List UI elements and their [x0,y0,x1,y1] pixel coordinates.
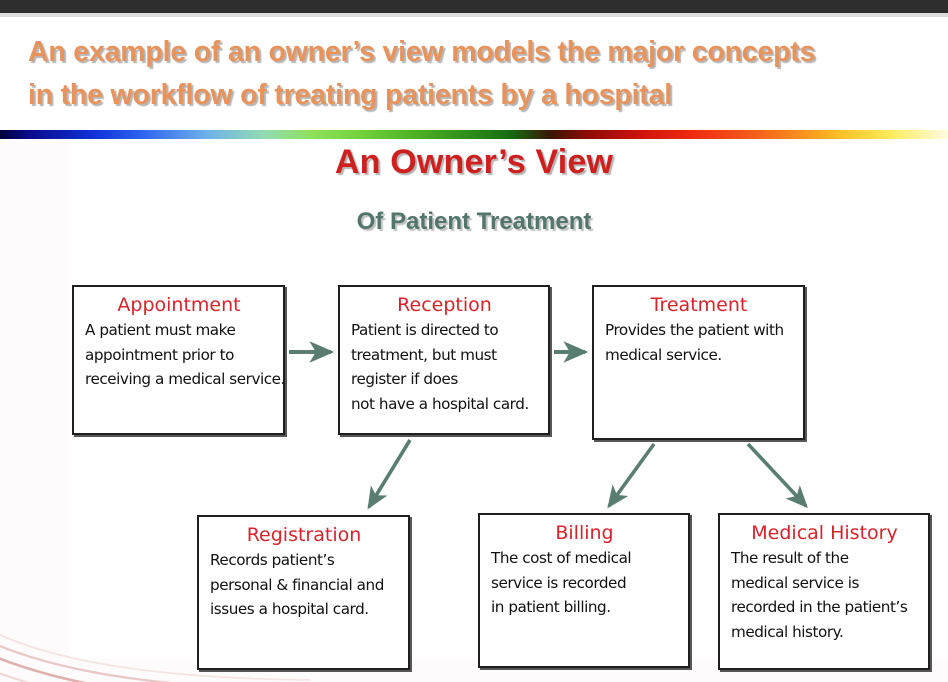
node-title: Reception [397,294,492,316]
node-body-line: in patient billing. [491,598,611,616]
node-body-line: Records patient’s [210,551,335,569]
flow-node-treatment[interactable]: Treatment Provides the patient with medi… [592,285,805,440]
page-subtitle: Of Patient Treatment [356,208,592,235]
header-banner-line2: in the workflow of treating patients by … [28,79,672,111]
node-title: Medical History [751,522,898,544]
node-body: Patient is directed to treatment, but mu… [351,318,538,416]
node-title: Billing [555,522,614,544]
node-body-line: treatment, but must [351,345,497,364]
node-body: A patient must make appointment prior to… [85,318,285,392]
node-body-line: medical history. [731,622,844,641]
node-body-line: medical service is [731,573,859,592]
node-body-line: appointment prior to [85,345,234,364]
node-body-line: medical service. [605,345,722,364]
node-body: Provides the patient with medical servic… [605,318,793,367]
node-body-line: receiving a medical service. [85,370,285,388]
node-body-line: personal & financial and [210,575,384,594]
flow-node-billing[interactable]: Billing The cost of medical service is r… [478,513,690,668]
node-body-line: Provides the patient with [605,321,784,339]
node-body: The result of the medical service is rec… [731,546,918,644]
node-body-line: service is recorded [491,573,627,592]
flow-node-registration[interactable]: Registration Records patient’s personal … [197,515,410,670]
flow-node-medical-history[interactable]: Medical History The result of the medica… [718,513,930,670]
node-body-line: issues a hospital card. [210,600,369,618]
flow-node-appointment[interactable]: Appointment A patient must make appointm… [72,285,285,435]
node-body-line: A patient must make [85,321,236,339]
header-banner-line1: An example of an owner’s view models the… [28,36,816,68]
node-title: Appointment [117,294,241,316]
node-body-line: recorded in the patient’s [731,598,908,616]
top-dark-bar [0,0,948,13]
header-band: An example of an owner’s view models the… [0,17,948,130]
node-body-line: The cost of medical [491,549,632,567]
node-title: Registration [246,524,362,546]
node-body-line: not have a hospital card. [351,394,529,413]
node-title: Treatment [650,294,748,316]
node-body: Records patient’s personal & financial a… [210,548,398,622]
node-body-line: register if does [351,370,458,388]
rainbow-divider [0,130,948,139]
page-title: An Owner’s View [334,143,614,181]
node-body: The cost of medical service is recorded … [491,546,678,620]
node-body-line: Patient is directed to [351,321,499,339]
flow-node-reception[interactable]: Reception Patient is directed to treatme… [338,285,550,435]
node-body-line: The result of the [731,549,849,567]
header-banner-text: An example of an owner’s view models the… [28,31,928,117]
top-bar-underline [0,13,948,17]
